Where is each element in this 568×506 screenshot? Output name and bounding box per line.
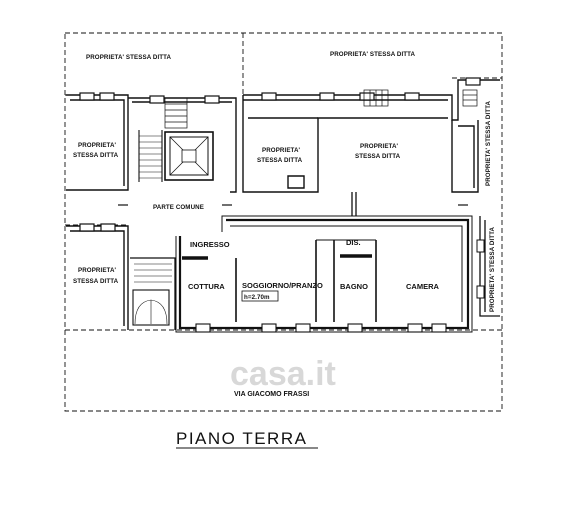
common-area-label: PARTE COMUNE — [153, 204, 204, 211]
neighbor-label-lower-left-2: STESSA DITTA — [73, 278, 119, 285]
height-tag-label: h=2.70m — [244, 294, 270, 301]
room-label-dis: DIS. — [346, 238, 361, 247]
neighbor-label-center-1: PROPRIETA' — [360, 143, 399, 150]
room-label-camera: CAMERA — [406, 282, 439, 291]
neighbor-label-mid-1: PROPRIETA' — [262, 147, 301, 154]
neighbor-label-left-1: PROPRIETA' — [78, 142, 117, 149]
right-neighbor-walls — [476, 216, 500, 317]
neighbor-label-top-right: PROPRIETA' STESSA DITTA — [330, 51, 416, 58]
upper-stairs — [164, 89, 478, 129]
neighbor-label-mid-2: STESSA DITTA — [257, 157, 303, 164]
elevator-core — [138, 130, 214, 182]
property-boundary — [64, 32, 503, 412]
door-marks — [182, 254, 372, 260]
upper-windows — [79, 77, 481, 104]
lower-left-walls — [66, 223, 129, 330]
room-label-bagno: BAGNO — [340, 282, 368, 291]
neighbor-label-right-upper: PROPRIETA' STESSA DITTA — [485, 100, 492, 186]
room-label-soggiorno: SOGGIORNO/PRANZO — [242, 281, 323, 290]
watermark: casa.it — [230, 355, 336, 393]
room-label-cottura: COTTURA — [188, 282, 225, 291]
neighbor-label-center-2: STESSA DITTA — [355, 153, 401, 160]
street-label: VIA GIACOMO FRASSI — [234, 391, 309, 398]
apartment-walls — [175, 192, 473, 333]
street-windows — [195, 323, 447, 333]
plan-title: PIANO TERRA — [176, 429, 307, 448]
neighbor-label-top-left: PROPRIETA' STESSA DITTA — [86, 54, 172, 61]
neighbor-label-right-lower: PROPRIETA' STESSA DITTA — [489, 226, 496, 312]
height-tag: h=2.70m — [241, 290, 279, 302]
room-label-ingresso: INGRESSO — [190, 240, 230, 249]
lower-stairs — [130, 257, 176, 330]
neighbor-label-left-2: STESSA DITTA — [73, 152, 119, 159]
upper-walls — [66, 79, 500, 193]
neighbor-label-lower-left-1: PROPRIETA' — [78, 267, 117, 274]
